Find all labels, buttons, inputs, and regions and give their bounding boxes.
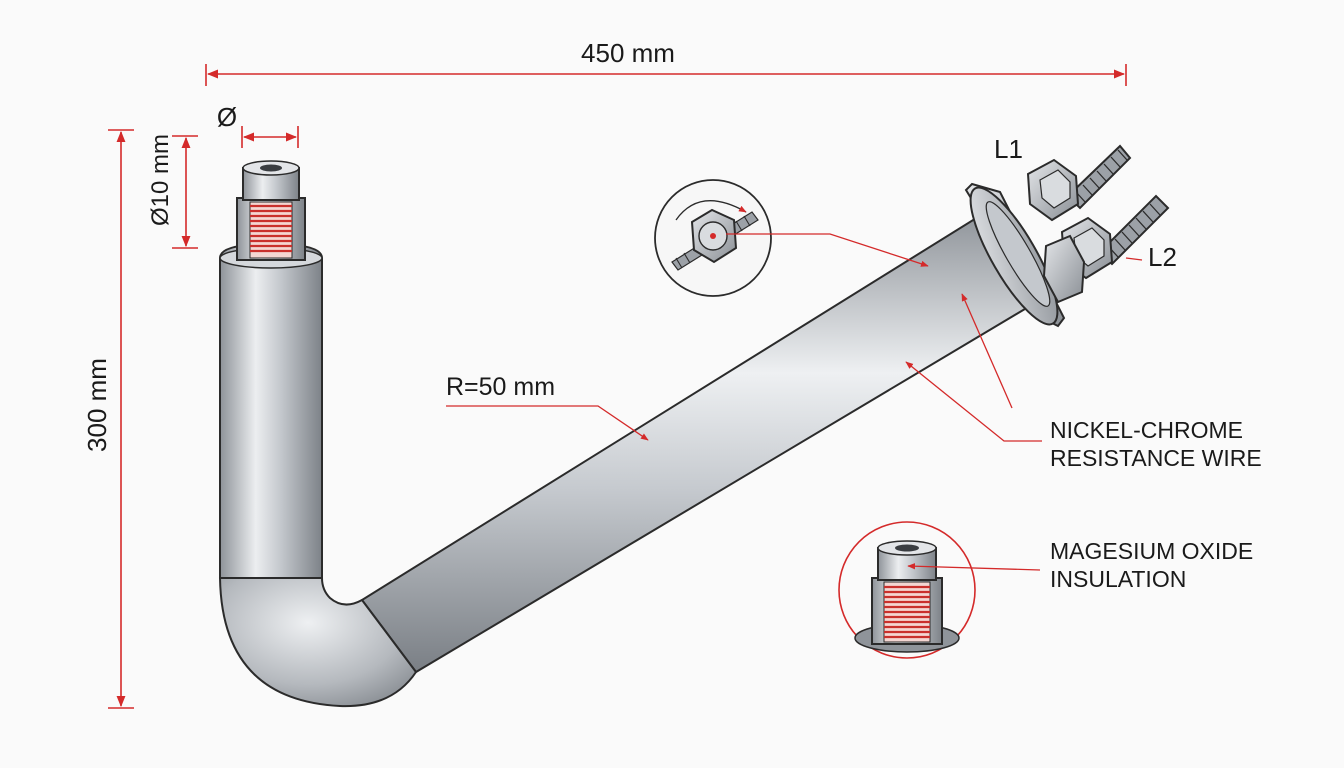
terminal-l2-label: L2 [1148,242,1177,272]
diameter-dimension: Ø Ø10 mm [147,102,299,249]
terminal-assembly [964,182,1066,328]
radius-label: R=50 mm [446,373,555,401]
height-label: 300 mm [82,358,112,452]
width-label: 450 mm [581,38,675,68]
top-terminal [236,160,306,261]
detail-coil [884,585,930,639]
nut-detail-callout [654,179,772,297]
wire-label-line1: NICKEL-CHROME [1050,417,1243,443]
diameter-label: Ø10 mm [147,134,174,226]
top-coil [250,204,292,253]
stud-l2 [1042,194,1170,304]
height-dimension: 300 mm [82,129,134,709]
diameter-symbol-label: Ø [217,102,237,132]
insulation-label-line1: MAGESIUM OXIDE [1050,538,1253,564]
insulation-label-line2: INSULATION [1050,566,1186,592]
terminal-l1-label: L1 [994,134,1023,164]
wire-label-line2: RESISTANCE WIRE [1050,445,1262,471]
width-dimension: 450 mm [205,38,1127,86]
insulation-detail-callout [838,521,976,659]
stud-l1 [1026,144,1132,222]
leader-lines [446,233,1042,571]
